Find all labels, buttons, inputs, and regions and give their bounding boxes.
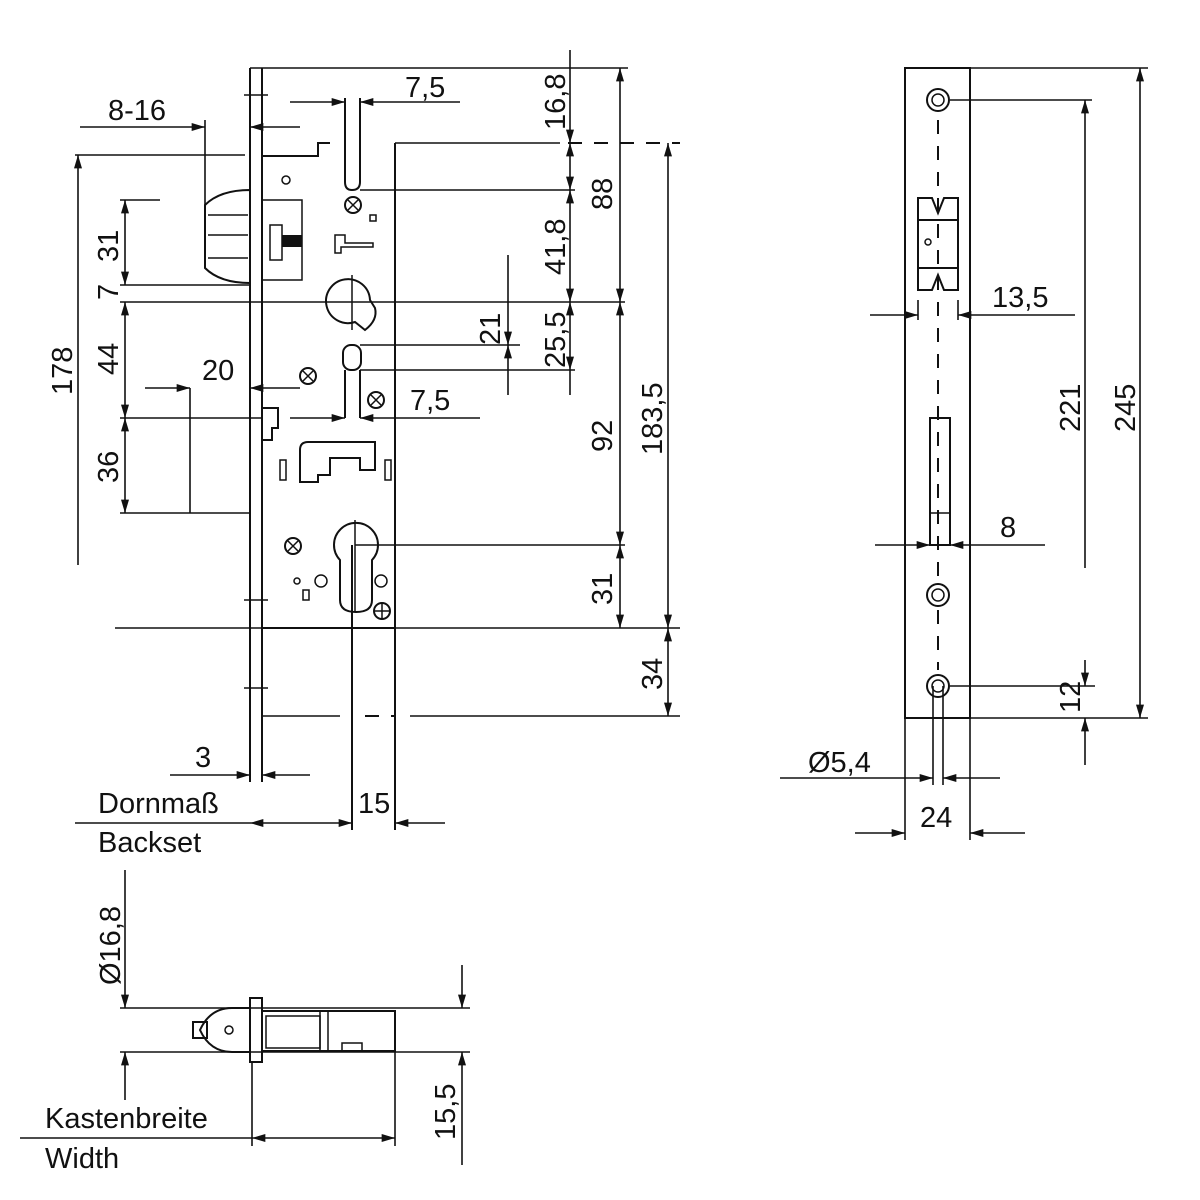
- screw-icon: [373, 602, 391, 620]
- screw-icon: [344, 196, 362, 214]
- faceplate-side: [904, 67, 971, 719]
- dim-bottom-extension: 34: [637, 658, 669, 690]
- label-backset-de: Dornmaß: [98, 788, 219, 820]
- dim-bolt-height: 88: [587, 178, 619, 210]
- label-width-de: Kastenbreite: [45, 1103, 208, 1135]
- dim-faceplate-width: 24: [920, 802, 952, 834]
- dim-case-height: 183,5: [637, 382, 669, 455]
- dim-hole-diameter: Ø5,4: [808, 747, 871, 779]
- dim-hook-height: 31: [93, 230, 125, 262]
- dim-faceplate-length: 245: [1110, 384, 1142, 432]
- dim-hook-width: 13,5: [992, 282, 1048, 314]
- dim-hook-gap: 7: [93, 284, 125, 300]
- screw-hole-icon: [926, 674, 950, 698]
- label-backset-en: Backset: [98, 827, 201, 859]
- screw-icon: [367, 391, 385, 409]
- dim-aux-height: 21: [475, 313, 507, 345]
- front-view: 7,5 8-16 16,8 88 41,8 178 31 7 44 36 20 …: [47, 50, 680, 859]
- front-dimension-lines: [74, 50, 680, 827]
- dim-bolt-width-top: 7,5: [405, 72, 445, 104]
- screw-hole-icon: [926, 583, 950, 607]
- dim-bolt-diameter: Ø16,8: [95, 906, 127, 985]
- side-view: 245 221 13,5 8 12 Ø5,4 24: [780, 67, 1148, 840]
- dim-bolt-to-follower: 41,8: [540, 219, 572, 275]
- top-view: Ø16,8 15,5 Kastenbreite Width: [20, 870, 470, 1175]
- dim-faceplate-thickness: 3: [195, 742, 211, 774]
- dim-case-width: 15,5: [430, 1084, 462, 1140]
- lock-case: [204, 98, 396, 830]
- screw-icon: [284, 537, 302, 555]
- faceplate: [244, 68, 268, 782]
- dim-latch-width: 7,5: [410, 385, 450, 417]
- dim-overall-case: 178: [47, 347, 79, 395]
- dim-hole-offset: 12: [1055, 681, 1087, 713]
- dim-latch-width-side: 8: [1000, 512, 1016, 544]
- dim-latch-height: 36: [93, 451, 125, 483]
- dim-latch-projection: 20: [202, 355, 234, 387]
- screw-hole-icon: [926, 88, 950, 112]
- screw-icon: [299, 367, 317, 385]
- dim-follower-to-aux: 25,5: [540, 312, 572, 368]
- dim-follower-to-latch: 44: [93, 343, 125, 375]
- dim-cylinder-to-bottom: 31: [587, 573, 619, 605]
- dim-faceplate-offset: 8-16: [108, 95, 166, 127]
- dim-hole-spacing: 221: [1055, 384, 1087, 432]
- label-width-en: Width: [45, 1143, 119, 1175]
- dim-backset-offset: 15: [358, 788, 390, 820]
- dim-follower-to-cylinder: 92: [587, 420, 619, 452]
- dim-top-to-bolt: 16,8: [540, 74, 572, 130]
